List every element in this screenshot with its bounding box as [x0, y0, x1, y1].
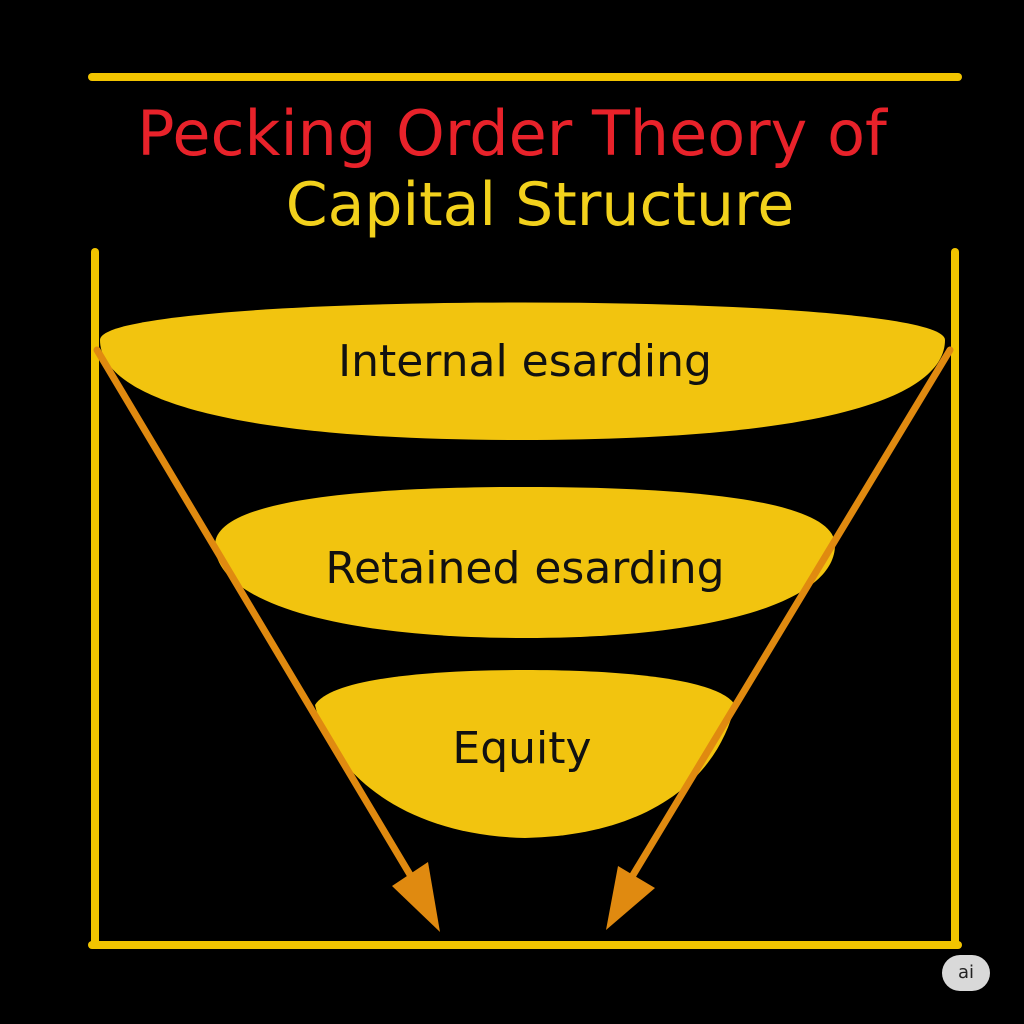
right-arrow: [606, 346, 954, 930]
funnel-level-3-shape: [315, 670, 735, 838]
ai-badge: ai: [942, 955, 990, 991]
left-arrow-head: [392, 862, 440, 932]
right-arrow-head: [606, 866, 655, 930]
funnel-level-2-label: Retained esarding: [325, 543, 724, 594]
funnel-level-1-shape: [100, 302, 945, 440]
funnel-level-2-shape: [215, 487, 835, 638]
funnel-level-1-label: Internal esarding: [338, 336, 712, 387]
left-arrow: [93, 346, 440, 932]
funnel-level-3-label: Equity: [452, 723, 591, 774]
title-line-1: Pecking Order Theory of: [137, 97, 889, 170]
funnel-level-1: Internal esarding: [100, 302, 945, 440]
left-arrow-shaft: [93, 346, 416, 882]
funnel-level-3: Equity: [315, 670, 735, 838]
title-line-2: Capital Structure: [286, 170, 795, 240]
funnel-level-2: Retained esarding: [215, 487, 835, 638]
right-arrow-shaft: [626, 346, 954, 884]
